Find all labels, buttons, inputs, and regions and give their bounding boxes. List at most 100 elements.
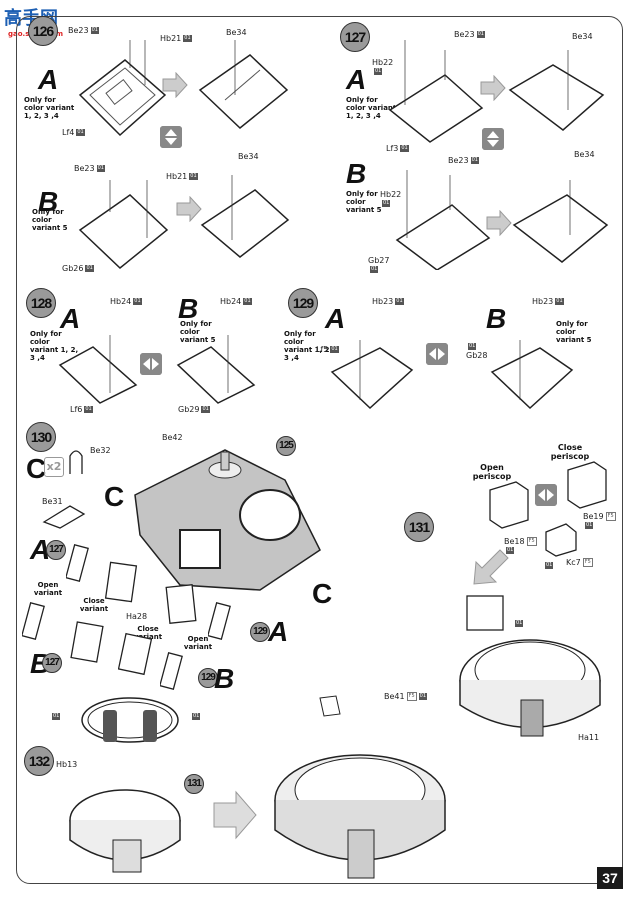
next-arrow-icon	[162, 72, 188, 98]
step-number-132: 132	[24, 746, 54, 776]
variant-b-label: B	[346, 158, 367, 189]
hatch-plate-part	[78, 180, 169, 269]
part-label: Be34	[238, 152, 259, 161]
hatch-plate-part	[58, 335, 138, 404]
variant-note: Only for color variant 1, 2, 3 ,4	[346, 96, 397, 120]
sprue-badge: 01	[52, 713, 61, 720]
step-number-129: 129	[288, 288, 318, 318]
part-label: Be42	[162, 433, 183, 442]
hatch-panel-part	[160, 651, 183, 691]
close-periscop-label: Close periscop	[550, 443, 590, 461]
hatch-assembled-part	[198, 40, 289, 129]
page-frame	[16, 16, 623, 884]
step-number-130: 130	[26, 422, 56, 452]
variant-a-label: A	[346, 64, 367, 95]
periscope-insert-part	[545, 523, 577, 557]
step-number-128: 128	[26, 288, 56, 318]
hatch-plate-part	[78, 40, 167, 137]
variant-note: Only for color variant 1, 2, 3 ,4	[30, 330, 79, 362]
variant-a-label: A	[325, 303, 346, 334]
variant-note: Only for color variant 5	[180, 320, 216, 344]
sprue-badge: 01	[545, 562, 554, 569]
variant-note: Only for color variant 1, 2, 3 ,4	[284, 330, 333, 362]
hatch-panel-part	[104, 561, 138, 603]
variant-a-label: A	[30, 534, 51, 565]
sprue-badge: 01	[515, 620, 524, 627]
hatch-panel-part	[22, 601, 45, 641]
step-ref-129: 129	[198, 668, 218, 688]
variant-a-label: A	[268, 616, 289, 647]
variant-b-label: B	[38, 186, 59, 217]
variant-note: Only for color variant 5	[346, 190, 382, 214]
open-variant-label: Open variant	[183, 635, 213, 651]
close-periscope-part	[567, 461, 607, 509]
turret-body-part	[134, 449, 321, 591]
alternative-swap-icon	[426, 343, 448, 365]
hatch-plate-part	[395, 170, 491, 270]
bracket-part	[42, 505, 86, 529]
variant-a-label: A	[60, 303, 81, 334]
variant-note: Only for color variant 5	[556, 320, 592, 344]
quantity-badge: x2	[44, 457, 64, 477]
open-variant-label: Open variant	[33, 581, 63, 597]
hatch-panel-part	[66, 543, 89, 583]
alternative-swap-icon	[160, 126, 182, 148]
page-number: 37	[597, 867, 623, 889]
part-label: Be34	[572, 32, 593, 41]
part-label: Be31	[42, 497, 63, 506]
step-ref-127: 127	[42, 653, 62, 673]
cupola-complete-part	[274, 695, 446, 879]
hatch-assembled-part	[508, 50, 605, 131]
part-label: Ha11	[578, 733, 600, 742]
hatch-plate-part	[490, 340, 574, 410]
hatch-panel-part	[165, 584, 197, 624]
next-arrow-icon	[480, 75, 506, 101]
variant-b-label: B	[486, 303, 507, 334]
step-number-127: 127	[340, 22, 370, 52]
alternative-swap-icon	[535, 484, 557, 506]
step-number-131: 131	[404, 512, 434, 542]
hatch-assembled-part	[512, 180, 609, 263]
down-left-arrow-icon	[473, 549, 509, 585]
step-ref-127: 127	[46, 540, 66, 560]
close-variant-label: Close variant	[133, 625, 163, 641]
hatch-plate-part	[176, 335, 256, 404]
step-number-126: 126	[28, 16, 58, 46]
sprue-badge: 01	[192, 713, 201, 720]
hatch-panel-part	[118, 632, 152, 676]
variant-note: Only for color variant 1, 2, 3 ,4	[24, 96, 75, 120]
alternative-swap-icon	[140, 353, 162, 375]
variant-b-label: B	[214, 663, 235, 694]
part-label: Be34	[574, 150, 595, 159]
next-arrow-icon	[213, 790, 257, 840]
next-arrow-icon	[486, 210, 512, 236]
open-periscop-label: Open periscop	[472, 463, 512, 481]
hatch-assembled-part	[200, 175, 290, 258]
variant-b-label: B	[178, 293, 199, 324]
hatch-plate-part	[388, 40, 484, 143]
variant-c-label: C	[26, 453, 47, 484]
step-ref-125: 125	[276, 436, 296, 456]
cupola-assembly-part	[69, 697, 181, 873]
